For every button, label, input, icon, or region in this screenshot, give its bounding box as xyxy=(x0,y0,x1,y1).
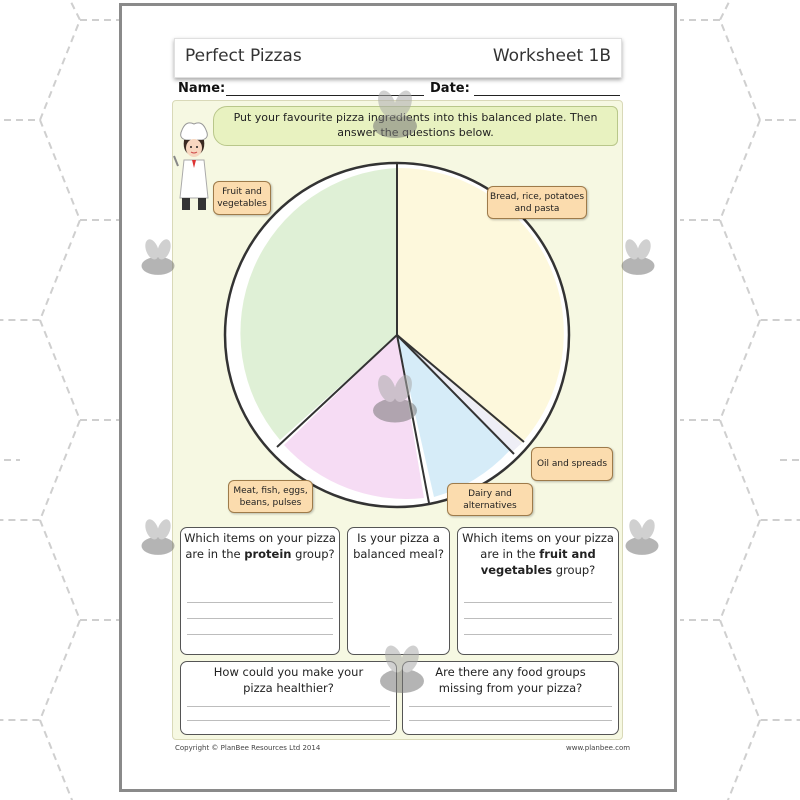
copyright-text: Copyright © PlanBee Resources Ltd 2014 xyxy=(175,744,321,752)
writing-line xyxy=(187,634,333,635)
writing-line xyxy=(187,706,390,707)
question-healthier[interactable]: How could you make your pizza healthier? xyxy=(180,661,397,735)
balanced-plate[interactable] xyxy=(222,160,572,510)
bee-watermark-icon xyxy=(380,645,424,693)
bee-watermark-icon xyxy=(141,519,175,555)
bee-watermark-icon xyxy=(373,90,417,138)
question-fruit-veg[interactable]: Which items on your pizza are in the fru… xyxy=(457,527,619,655)
bee-watermark-icon xyxy=(621,239,655,275)
question-missing-groups-text: Are there any food groups missing from y… xyxy=(435,665,586,695)
bee-watermark-icon xyxy=(141,239,175,275)
title-bar: Perfect Pizzas Worksheet 1B xyxy=(174,38,622,78)
worksheet-title: Perfect Pizzas xyxy=(185,46,302,66)
section-meat-fish[interactable] xyxy=(284,335,424,499)
website-link[interactable]: www.planbee.com xyxy=(566,744,631,752)
label-fruit-vegetables: Fruit and vegetables xyxy=(213,181,271,215)
writing-line xyxy=(464,618,612,619)
question-healthier-text: How could you make your pizza healthier? xyxy=(213,665,364,695)
writing-line xyxy=(187,602,333,603)
section-fruit-vegetables[interactable] xyxy=(240,168,397,440)
section-bread-rice[interactable] xyxy=(397,167,564,445)
question-balanced[interactable]: Is your pizza a balanced meal? xyxy=(347,527,450,655)
question-balanced-text: Is your pizza a balanced meal? xyxy=(353,531,444,561)
date-line[interactable] xyxy=(474,95,620,96)
writing-line xyxy=(464,602,612,603)
question-protein-text: Which items on your pizza are in the pro… xyxy=(184,531,336,561)
question-protein[interactable]: Which items on your pizza are in the pro… xyxy=(180,527,340,655)
writing-line xyxy=(464,634,612,635)
writing-line xyxy=(187,720,390,721)
bee-watermark-icon xyxy=(373,375,417,423)
section-oil-spreads[interactable] xyxy=(397,335,522,452)
section-dairy[interactable] xyxy=(397,335,510,497)
chef-icon xyxy=(173,122,209,210)
label-dairy: Dairy and alternatives xyxy=(447,483,533,516)
worksheet-code: Worksheet 1B xyxy=(492,46,611,66)
name-line[interactable] xyxy=(226,95,424,96)
name-date-row: Name: Date: xyxy=(178,81,622,101)
question-fruit-veg-text: Which items on your pizza are in the fru… xyxy=(462,531,614,577)
writing-line xyxy=(409,720,612,721)
date-label: Date: xyxy=(430,81,470,96)
label-bread-rice: Bread, rice, potatoes and pasta xyxy=(487,186,587,219)
question-missing-groups[interactable]: Are there any food groups missing from y… xyxy=(402,661,619,735)
label-oil-spreads: Oil and spreads xyxy=(531,447,613,481)
writing-line xyxy=(409,706,612,707)
label-meat-fish: Meat, fish, eggs, beans, pulses xyxy=(228,480,313,513)
bee-watermark-icon xyxy=(625,519,659,555)
writing-line xyxy=(187,618,333,619)
instruction-banner: Put your favourite pizza ingredients int… xyxy=(213,106,618,146)
name-label: Name: xyxy=(178,81,226,96)
